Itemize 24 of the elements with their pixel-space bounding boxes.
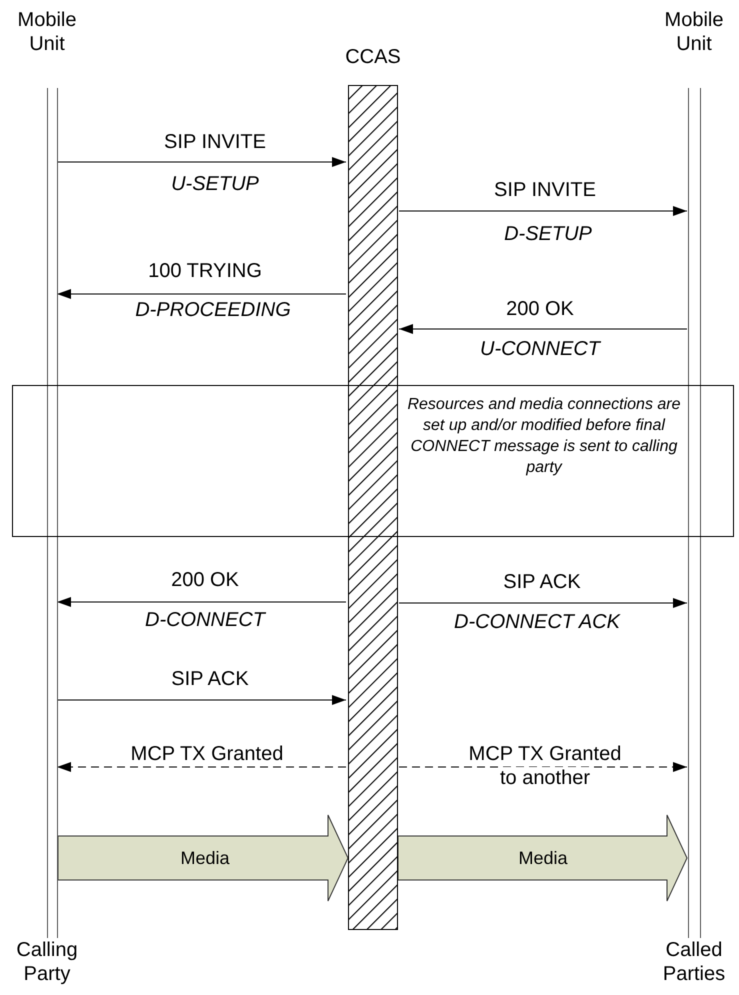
lifeline-heading: CCAS — [344, 45, 402, 69]
lifeline-heading: Mobile Unit — [664, 8, 724, 56]
arrow — [398, 598, 688, 608]
message-label: U-CONNECT — [479, 337, 602, 361]
lifeline-heading: Mobile Unit — [17, 8, 77, 56]
arrow — [56, 289, 346, 299]
arrow — [398, 206, 688, 216]
lifeline-caption: Called Parties — [662, 938, 726, 986]
block-arrow — [398, 814, 688, 902]
dashed-arrow — [56, 762, 346, 772]
message-label: D-PROCEEDING — [134, 298, 292, 322]
note-text: Resources and media connections are set up and/or modified before final CONNECT message is sent to calling party — [406, 395, 682, 478]
note-box — [12, 385, 734, 537]
message-label: U-SETUP — [170, 172, 260, 196]
dashed-arrow — [398, 762, 688, 772]
arrow — [56, 695, 346, 705]
arrow — [56, 597, 346, 607]
message-label: D-CONNECT — [144, 608, 267, 632]
message-label: D-SETUP — [503, 222, 593, 246]
block-arrow — [58, 814, 349, 902]
message-label: D-CONNECT ACK — [453, 610, 622, 634]
arrow — [56, 157, 346, 167]
arrow — [398, 324, 688, 334]
lifeline-caption: Calling Party — [15, 938, 79, 986]
